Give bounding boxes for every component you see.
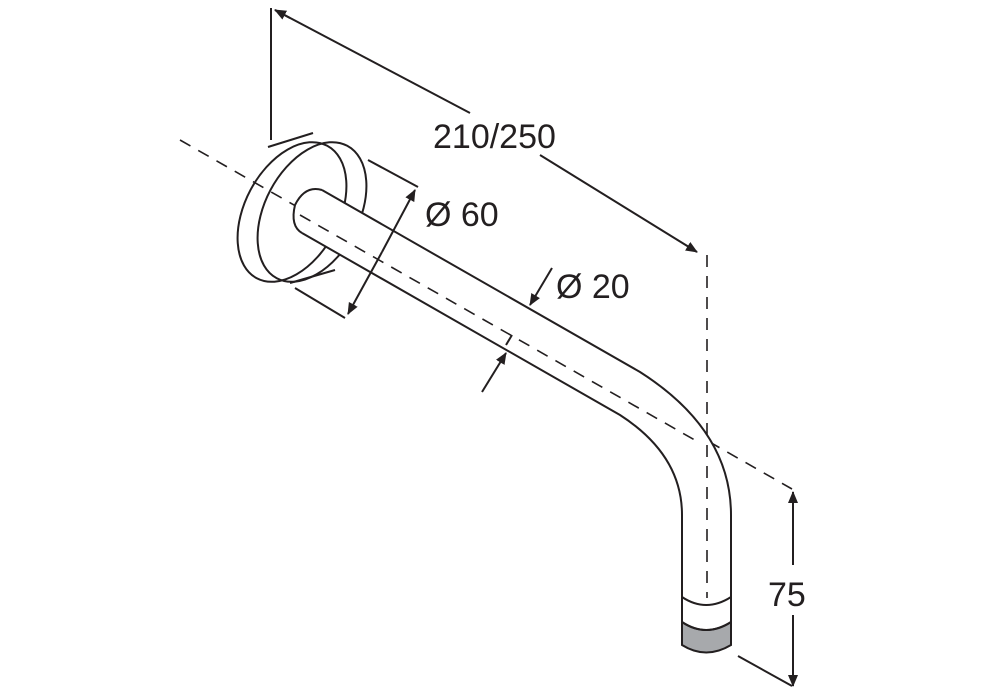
flange-diameter-label: Ø 60	[425, 196, 499, 234]
drop-height-label: 75	[768, 576, 806, 614]
flange-diameter-dimension: Ø 60	[294, 159, 499, 319]
pipe-axis-dash	[299, 214, 701, 444]
outlet-nozzle	[681, 596, 732, 654]
length-label: 210/250	[433, 118, 556, 156]
pipe-diameter-label: Ø 20	[556, 268, 630, 306]
length-dimension: 210/250	[270, 8, 698, 253]
pipe-arm	[292, 188, 732, 648]
pipe-diameter-dimension: Ø 20	[481, 267, 630, 393]
drop-height-dimension: 75	[737, 491, 806, 687]
